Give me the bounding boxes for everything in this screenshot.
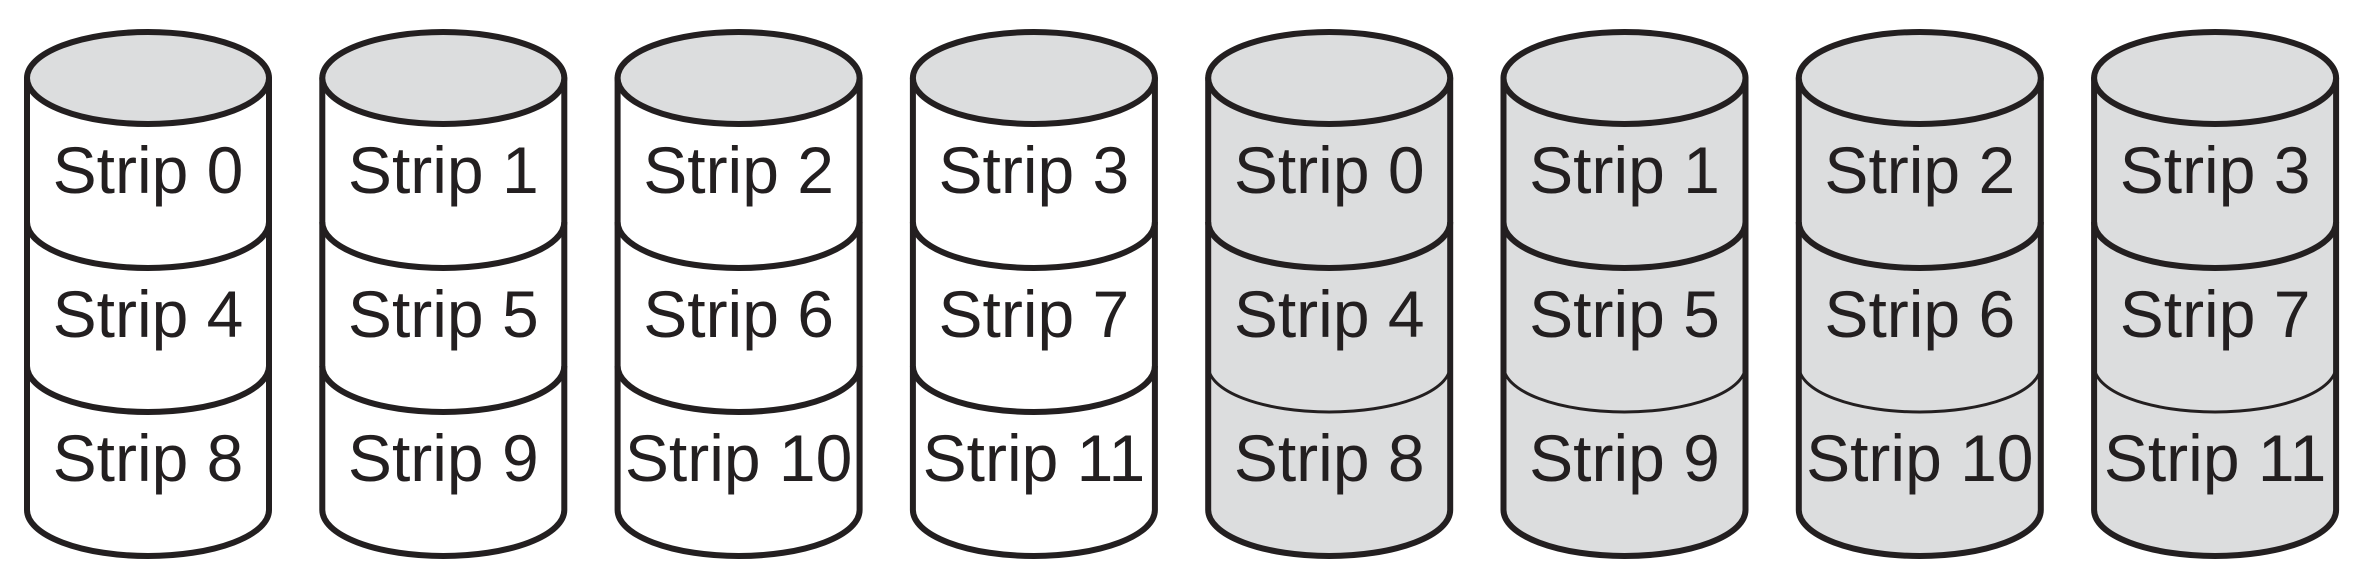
strip-separator xyxy=(1205,221,1454,271)
disk-body xyxy=(2091,75,2340,559)
mirror-disk-7: Strip 3 Strip 7 Strip 11 xyxy=(2091,29,2340,559)
strip-label: Strip 2 xyxy=(643,133,834,207)
mirror-disk-4: Strip 0 Strip 4 Strip 8 xyxy=(1205,29,1454,559)
disk-body xyxy=(1500,75,1749,559)
disk-body xyxy=(909,75,1158,559)
strip-separator xyxy=(1500,221,1749,271)
strip-label: Strip 3 xyxy=(2120,133,2311,207)
strip-label: Strip 9 xyxy=(348,421,539,495)
strip-label: Strip 1 xyxy=(348,133,539,207)
strip-label: Strip 1 xyxy=(1529,133,1720,207)
disk-top-cap xyxy=(2091,29,2340,127)
disk-top-cap xyxy=(614,29,863,127)
strip-separator xyxy=(909,221,1158,271)
strip-label: Strip 11 xyxy=(923,421,1146,495)
strip-label: Strip 11 xyxy=(2104,421,2327,495)
disk-top-cap xyxy=(909,29,1158,127)
strip-label: Strip 0 xyxy=(53,133,244,207)
strip-separator xyxy=(2092,365,2338,414)
disk-body xyxy=(1205,75,1454,559)
data-disk-2: Strip 2 Strip 6 Strip 10 xyxy=(614,29,863,559)
strip-separator xyxy=(1797,365,2043,414)
strip-label: Strip 9 xyxy=(1529,421,1720,495)
mirror-disk-6: Strip 2 Strip 6 Strip 10 xyxy=(1795,29,2044,559)
data-disk-0: Strip 0 Strip 4 Strip 8 xyxy=(24,29,272,559)
strip-label: Strip 10 xyxy=(1806,421,2033,495)
disk-top-cap xyxy=(1205,29,1454,127)
strip-separator xyxy=(319,221,568,271)
strip-separator xyxy=(319,365,568,415)
strip-separator xyxy=(614,365,863,415)
strip-label: Strip 8 xyxy=(53,421,244,495)
strip-separator xyxy=(909,365,1158,415)
disk-top-cap xyxy=(1500,29,1749,127)
strip-label: Strip 5 xyxy=(1529,277,1720,351)
disk-body xyxy=(1795,75,2044,559)
strip-label: Strip 0 xyxy=(1234,133,1425,207)
data-disk-1: Strip 1 Strip 5 Strip 9 xyxy=(319,29,568,559)
mirror-disk-5: Strip 1 Strip 5 Strip 9 xyxy=(1500,29,1749,559)
strip-label: Strip 7 xyxy=(2120,277,2311,351)
strip-separator xyxy=(614,221,863,271)
disk-top-cap xyxy=(319,29,568,127)
strip-label: Strip 4 xyxy=(1234,277,1425,351)
strip-label: Strip 6 xyxy=(643,277,834,351)
strip-label: Strip 10 xyxy=(625,421,852,495)
strip-label: Strip 6 xyxy=(1824,277,2015,351)
strip-separator xyxy=(1502,365,1747,414)
disk-top-cap xyxy=(24,29,272,127)
strip-label: Strip 3 xyxy=(939,133,1130,207)
strip-label: Strip 4 xyxy=(53,277,244,351)
strip-label: Strip 8 xyxy=(1234,421,1425,495)
strip-separator xyxy=(2091,221,2340,271)
strip-separator xyxy=(24,365,272,415)
strip-separator xyxy=(24,221,272,271)
data-disk-3: Strip 3 Strip 7 Strip 11 xyxy=(909,29,1158,559)
disk-body xyxy=(24,75,272,559)
strip-separator xyxy=(1206,365,1452,414)
strip-label: Strip 2 xyxy=(1824,133,2015,207)
strip-label: Strip 5 xyxy=(348,277,539,351)
disk-top-cap xyxy=(1795,29,2044,127)
strip-separator xyxy=(1795,221,2044,271)
disk-body xyxy=(319,75,568,559)
strip-label: Strip 7 xyxy=(939,277,1130,351)
disk-body xyxy=(614,75,863,559)
